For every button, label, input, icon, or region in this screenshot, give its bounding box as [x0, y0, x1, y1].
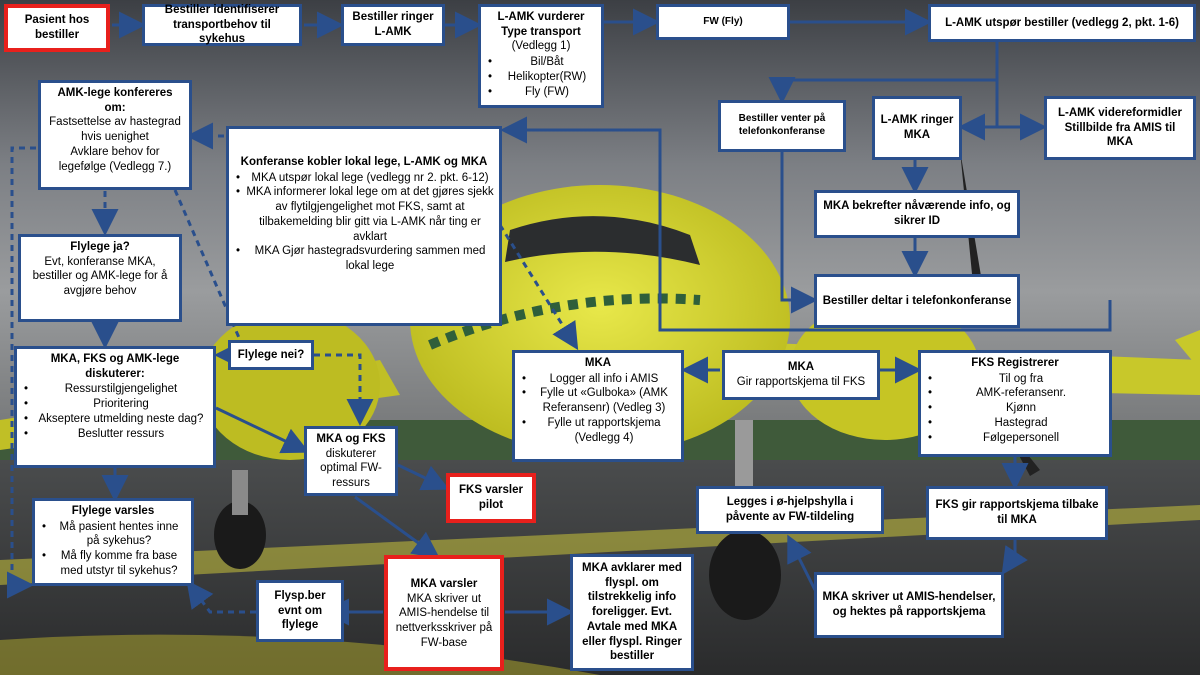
- box-mka-gir-rapportskjema: MKA Gir rapportskjema til FKS: [722, 350, 880, 400]
- list-item: Fly (FW): [486, 85, 596, 100]
- list-item: MKA informerer lokal lege om at det gjør…: [234, 185, 494, 244]
- box-title: L-AMK videreformidler Stillbilde fra AMI…: [1058, 106, 1182, 149]
- mka-logger-list: Logger all info i AMIS Fylle ut «Gulboka…: [520, 372, 676, 446]
- list-item: Må fly komme fra base med utstyr til syk…: [40, 549, 186, 578]
- box-mka-og-fks: MKA og FKS diskuterer optimal FW-ressurs: [304, 426, 398, 496]
- box-pasient-hos-bestiller: Pasient hos bestiller: [4, 4, 110, 52]
- box-title: Flysp.ber evnt om flylege: [274, 589, 326, 632]
- box-title: L-AMK ringer MKA: [880, 114, 954, 141]
- box-title: Bestiller ringer L-AMK: [352, 11, 434, 38]
- list-item: Kjønn: [926, 401, 1104, 416]
- box-mka-skriver-ut: MKA skriver ut AMIS-hendelser, og hektes…: [814, 572, 1004, 638]
- box-fks-varsler-pilot: FKS varsler pilot: [446, 473, 536, 523]
- list-item: Følgepersonell: [926, 431, 1104, 446]
- box-title: MKA, FKS og AMK-lege diskuterer:: [50, 353, 180, 380]
- box-title: MKA varsler: [410, 578, 478, 590]
- box-mka-varsler: MKA varsler MKA skriver ut AMIS-hendelse…: [384, 555, 504, 671]
- box-legges-i-hylla: Legges i ø-hjelpshylla i påvente av FW-t…: [696, 486, 884, 534]
- box-title: Bestiller identifiserer transportbehov t…: [164, 3, 280, 46]
- box-flylege-varsles: Flylege varsles Må pasient hentes inne p…: [32, 498, 194, 586]
- box-flylege-nei: Flylege nei?: [228, 340, 314, 370]
- box-title: FKS gir rapportskjema tilbake til MKA: [935, 499, 1099, 526]
- box-line: Evt, konferanse MKA, bestiller og AMK-le…: [32, 255, 168, 298]
- box-line: Avklare behov for legefølge (Vedlegg 7.): [58, 145, 172, 173]
- box-lamk-ringer-mka: L-AMK ringer MKA: [872, 96, 962, 160]
- box-bestiller-identifiserer: Bestiller identifiserer transportbehov t…: [142, 4, 302, 46]
- box-mka-logger: MKA Logger all info i AMIS Fylle ut «Gul…: [512, 350, 684, 462]
- box-mka-bekrefter: MKA bekrefter nåværende info, og sikrer …: [814, 190, 1020, 238]
- box-title: Pasient hos bestiller: [24, 14, 90, 41]
- box-lamk-videreformidler: L-AMK videreformidler Stillbilde fra AMI…: [1044, 96, 1196, 160]
- box-mka-fks-amk-lege: MKA, FKS og AMK-lege diskuterer: Ressurs…: [14, 346, 216, 468]
- list-item: Til og fra: [926, 372, 1104, 387]
- box-subtitle: (Vedlegg 1): [511, 40, 571, 53]
- box-amk-lege: AMK-lege konfereres om: Fastsettelse av …: [38, 80, 192, 190]
- box-title: MKA og FKS: [316, 433, 386, 445]
- list-item: Beslutter ressurs: [22, 427, 208, 442]
- box-title: MKA: [584, 357, 612, 369]
- list-item: AMK-referansenr.: [926, 386, 1104, 401]
- list-item: Akseptere utmelding neste dag?: [22, 412, 208, 427]
- box-konferanse: Konferanse kobler lokal lege, L-AMK og M…: [226, 126, 502, 326]
- box-title: MKA: [787, 361, 815, 374]
- list-item: Prioritering: [22, 397, 208, 412]
- box-title: Konferanse kobler lokal lege, L-AMK og M…: [240, 156, 488, 168]
- box-bestiller-ringer-lamk: Bestiller ringer L-AMK: [341, 4, 445, 46]
- box-title: Flylege ja?: [70, 241, 130, 253]
- box-title: Legges i ø-hjelpshylla i påvente av FW-t…: [725, 496, 855, 523]
- list-item: MKA utspør lokal lege (vedlegg nr 2. pkt…: [234, 171, 494, 186]
- box-title: Flylege nei?: [237, 348, 305, 361]
- box-title: L-AMK utspør bestiller (vedlegg 2, pkt. …: [945, 16, 1179, 29]
- list-item: Hastegrad: [926, 416, 1104, 431]
- konferanse-list: MKA utspør lokal lege (vedlegg nr 2. pkt…: [234, 171, 494, 274]
- box-fks-gir-tilbake: FKS gir rapportskjema tilbake til MKA: [926, 486, 1108, 540]
- box-title: Flylege varsles: [71, 505, 155, 517]
- box-mka-avklarer: MKA avklarer med flyspl. om tilstrekkeli…: [570, 554, 694, 671]
- box-bestiller-deltar: Bestiller deltar i telefonkonferanse: [814, 274, 1020, 328]
- list-item: MKA Gjør hastegradsvurdering sammen med …: [234, 244, 494, 273]
- box-title: MKA bekrefter nåværende info, og sikrer …: [823, 200, 1011, 227]
- box-title: MKA avklarer med flyspl. om tilstrekkeli…: [582, 561, 682, 663]
- diskuterer-list: Ressurstilgjengelighet Prioritering Akse…: [22, 382, 208, 441]
- box-title: MKA skriver ut AMIS-hendelser, og hektes…: [822, 591, 996, 618]
- list-item: Fylle ut «Gulboka» (AMK Referansenr) (Ve…: [520, 386, 676, 415]
- box-fks-registrerer: FKS Registrerer Til og fra AMK-referanse…: [918, 350, 1112, 457]
- box-flysp-ber: Flysp.ber evnt om flylege: [256, 580, 344, 642]
- box-title: AMK-lege konfereres om:: [57, 87, 173, 114]
- flylege-list: Må pasient hentes inne på sykehus? Må fl…: [40, 520, 186, 579]
- list-item: Logger all info i AMIS: [520, 372, 676, 387]
- box-fw-fly: FW (Fly): [656, 4, 790, 40]
- box-title: FKS Registrerer: [971, 357, 1059, 369]
- box-lamk-vurderer: L-AMK vurderer Type transport (Vedlegg 1…: [478, 4, 604, 108]
- list-item: Helikopter(RW): [486, 70, 596, 85]
- list-item: Fylle ut rapportskjema (Vedlegg 4): [520, 416, 676, 445]
- box-title: FKS varsler pilot: [459, 484, 523, 511]
- box-bestiller-venter: Bestiller venter på telefonkonferanse: [718, 100, 846, 152]
- box-title: Bestiller deltar i telefonkonferanse: [822, 294, 1012, 307]
- box-flylege-ja: Flylege ja? Evt, konferanse MKA, bestill…: [18, 234, 182, 322]
- box-title: L-AMK vurderer Type transport: [497, 11, 585, 38]
- fks-list: Til og fra AMK-referansenr. Kjønn Hasteg…: [926, 372, 1104, 446]
- list-item: Ressurstilgjengelighet: [22, 382, 208, 397]
- box-lamk-utspor-bestiller: L-AMK utspør bestiller (vedlegg 2, pkt. …: [928, 4, 1196, 42]
- transport-list: Bil/Båt Helikopter(RW) Fly (FW): [486, 55, 596, 99]
- list-item: Må pasient hentes inne på sykehus?: [40, 520, 186, 549]
- box-title: Bestiller venter på telefonkonferanse: [738, 113, 826, 137]
- box-title: FW (Fly): [703, 15, 743, 27]
- box-subtitle: Gir rapportskjema til FKS: [736, 376, 866, 388]
- box-subtitle: MKA skriver ut AMIS-hendelse til nettver…: [395, 592, 493, 649]
- list-item: Bil/Båt: [486, 55, 596, 70]
- box-subtitle: diskuterer optimal FW-ressurs: [320, 447, 382, 490]
- box-line: Fastsettelse av hastegrad hvis uenighet: [49, 116, 181, 144]
